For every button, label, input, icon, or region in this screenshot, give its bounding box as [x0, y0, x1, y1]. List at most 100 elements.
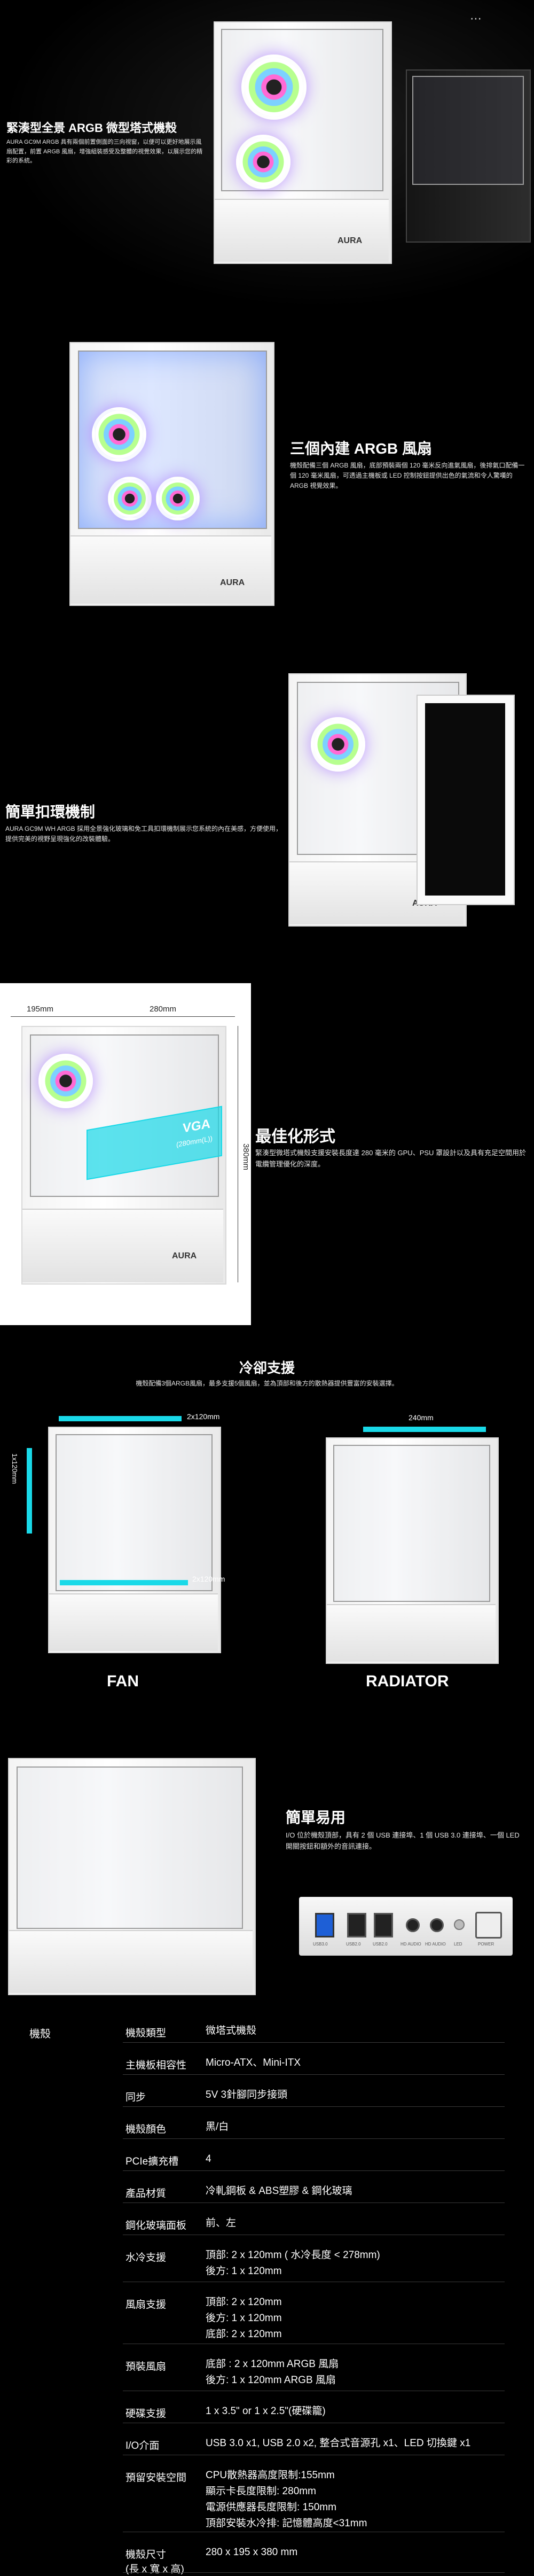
spec-divider — [123, 2042, 505, 2043]
case-glass-panel — [333, 1445, 490, 1602]
argb-fan-icon — [156, 477, 200, 520]
case-black-image — [406, 69, 531, 243]
fan-top-label: 2x120mm — [187, 1412, 220, 1421]
vga-label: VGA — [182, 1116, 210, 1136]
case-base — [22, 1209, 223, 1282]
argb-fan-icon — [236, 135, 290, 189]
spec-label: 鋼化玻璃面板 — [125, 2220, 187, 2231]
fans-section: AURA 三個內建 ARGB 風扇 機殼配備三個 ARGB 風扇，底部預裝兩個 … — [0, 310, 534, 641]
spec-value: 頂部: 2 x 120mm ( 水冷長度 < 278mm) 後方: 1 x 12… — [206, 2250, 380, 2277]
spec-value: 280 x 195 x 380 mm — [206, 2547, 298, 2558]
io-label: LED — [454, 1942, 462, 1947]
dim-width-label: 195mm — [27, 1005, 54, 1014]
spec-value: 微塔式機殼 — [206, 2025, 257, 2036]
fan-side-label: 1x120mm — [11, 1453, 19, 1484]
vga-sublabel: (280mm(L)) — [176, 1134, 213, 1149]
case-logo: AURA — [220, 578, 245, 587]
spec-value: 底部 : 2 x 120mm ARGB 風扇 後方: 1 x 120mm ARG… — [206, 2359, 339, 2386]
spec-value: CPU散熱器高度限制:155mm 顯示卡長度限制: 280mm 電源供應器長度限… — [206, 2470, 367, 2529]
case-glass-panel — [17, 1766, 243, 1929]
fan-top-bar — [59, 1416, 182, 1421]
case-io-image — [8, 1758, 256, 1995]
audio-jack-icon — [406, 1918, 420, 1932]
usb3-port — [315, 1913, 334, 1937]
usb2-port — [374, 1913, 393, 1937]
case-radiator-support-image — [326, 1437, 499, 1664]
spec-value: 前、左 — [206, 2217, 237, 2229]
spec-divider — [123, 2572, 505, 2573]
spec-value: 冷軋鋼板 & ABS塑膠 & 鋼化玻璃 — [206, 2185, 352, 2197]
fans-title: 三個內建 ARGB 風扇 — [290, 440, 433, 457]
radiator-label: RADIATOR — [366, 1672, 449, 1690]
hero-section: ⋯ AURA 緊湊型全景 ARGB 微型塔式機殼 AURA GC9M ARGB … — [0, 0, 534, 310]
spec-label: 預裝風扇 — [125, 2361, 167, 2372]
spec-value: Micro-ATX、Mini-ITX — [206, 2057, 301, 2068]
io-label: USB3.0 — [313, 1942, 328, 1947]
panel-description: AURA GC9M WH ARGB 採用全景強化玻璃和免工具扣環機制展示您系統的… — [5, 825, 282, 843]
fan-label: FAN — [107, 1672, 139, 1690]
spec-label: 預留安裝空間 — [125, 2472, 187, 2484]
spec-value: 1 x 3.5" or 1 x 2.5"(硬碟籠) — [206, 2406, 326, 2417]
case-logo: AURA — [172, 1251, 197, 1260]
spec-label: 機殼類型 — [125, 2028, 167, 2039]
case-glass-panel — [56, 1434, 213, 1591]
case-fans-image: AURA — [69, 342, 274, 606]
spec-label: 風扇支援 — [125, 2299, 167, 2310]
case-logo: AURA — [337, 236, 363, 245]
spec-value: 5V 3針腳同步接頭 — [206, 2089, 288, 2100]
menu-icon[interactable]: ⋯ — [470, 12, 482, 25]
form-section: 195mm 280mm 380mm VGA (280mm(L)) AURA 最佳… — [0, 983, 534, 1325]
cooling-section: 冷卻支援 機殼配備3個ARGB風扇，最多支援5個風扇，並為頂部和後方的散熱器提供… — [0, 1325, 534, 1742]
spec-label: I/O介面 — [125, 2440, 160, 2452]
form-description: 緊湊型微塔式機殼支援安裝長度達 280 毫米的 GPU、PSU 罩設計以及具有充… — [255, 1149, 527, 1168]
usb2-port — [347, 1913, 366, 1937]
argb-fan-icon — [108, 477, 152, 520]
dim-line — [11, 1016, 235, 1017]
spec-value: USB 3.0 x1, USB 2.0 x2, 整合式音源孔 x1、LED 切換… — [206, 2438, 471, 2449]
spec-divider — [123, 2138, 505, 2139]
form-title: 最佳化形式 — [255, 1128, 335, 1146]
cooling-description: 機殼配備3個ARGB風扇，最多支援5個風扇，並為頂部和後方的散熱器提供豐富的安裝… — [136, 1380, 398, 1387]
io-label: USB2.0 — [346, 1942, 361, 1947]
io-label: HD AUDIO — [425, 1942, 446, 1947]
panel-title: 簡單扣環機制 — [5, 804, 96, 820]
easy-section: 簡單易用 I/O 位於機殼頂部，具有 2 個 USB 連接埠、1 個 USB 3… — [0, 1742, 534, 2009]
spec-label: 主機板相容性 — [125, 2060, 187, 2071]
dim-depth-label: 280mm — [150, 1005, 177, 1014]
spec-label: 硬碟支援 — [125, 2408, 167, 2419]
argb-fan-icon — [38, 1054, 93, 1108]
argb-fan-icon — [311, 717, 365, 772]
case-glass-panel — [412, 76, 524, 185]
case-base — [327, 1604, 496, 1662]
io-label: USB2.0 — [373, 1942, 388, 1947]
rad-top-bar — [363, 1427, 486, 1432]
audio-jack-icon — [430, 1918, 444, 1932]
spec-label: PCIe擴充槽 — [125, 2156, 179, 2167]
spec-value: 黑/白 — [206, 2121, 229, 2133]
io-label: HD AUDIO — [400, 1942, 421, 1947]
fan-side-bar — [27, 1448, 32, 1534]
io-panel: USB3.0 USB2.0 USB2.0 HD AUDIO HD AUDIO L… — [299, 1897, 513, 1956]
power-button[interactable] — [475, 1912, 502, 1939]
argb-fan-icon — [241, 55, 307, 120]
side-panel-image — [417, 695, 515, 905]
easy-description: I/O 位於機殼頂部，具有 2 個 USB 連接埠、1 個 USB 3.0 連接… — [286, 1831, 520, 1850]
spec-value: 4 — [206, 2153, 211, 2165]
spec-divider — [123, 2106, 505, 2107]
spec-value: 頂部: 2 x 120mm 後方: 1 x 120mm 底部: 2 x 120m… — [206, 2297, 282, 2340]
case-base — [49, 1593, 218, 1651]
case-base — [215, 199, 389, 262]
specs-category: 機殼 — [29, 2028, 51, 2040]
case-fan-support-image — [48, 1427, 221, 1653]
argb-fan-icon — [92, 407, 146, 462]
spec-label: 產品材質 — [125, 2188, 167, 2199]
hero-description: AURA GC9M ARGB 具有兩個前置側面的三向視窗，以便可以更好地展示風扇… — [6, 139, 203, 165]
case-form-image: VGA (280mm(L)) AURA — [21, 1026, 226, 1285]
io-label: POWER — [478, 1942, 494, 1947]
easy-title: 簡單易用 — [286, 1809, 346, 1826]
spec-label: 水冷支援 — [125, 2252, 167, 2263]
dim-height-label: 380mm — [241, 1143, 250, 1171]
fan-bottom-bar — [60, 1580, 188, 1585]
spec-divider — [123, 2074, 505, 2075]
led-button[interactable] — [454, 1919, 465, 1930]
